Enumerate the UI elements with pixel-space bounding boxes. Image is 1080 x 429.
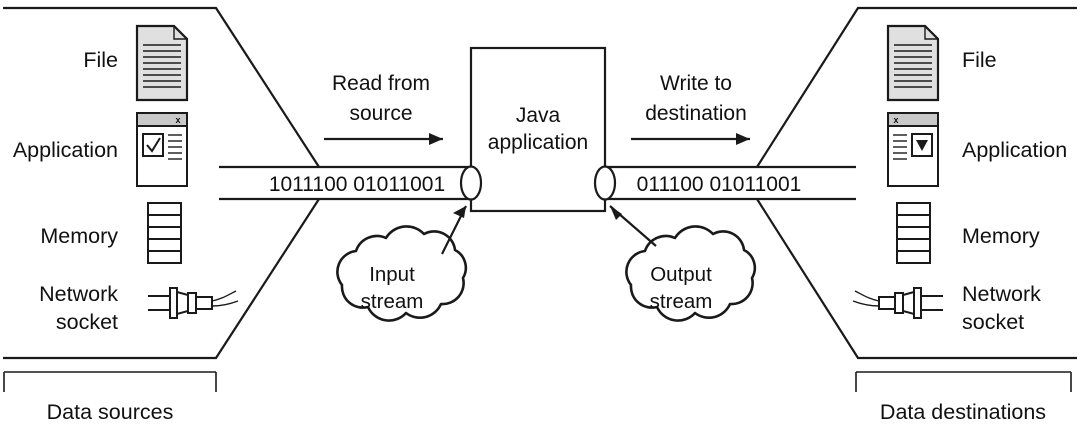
file-icon: [135, 24, 189, 102]
read-flow-line1: Read from: [332, 72, 430, 95]
input-stream-connector: [441, 205, 467, 255]
read-flow-line2: source: [349, 102, 412, 125]
java-app-line1: Java: [516, 104, 561, 127]
write-bits-label: 011100 01011001: [637, 173, 802, 196]
data-sources-bracket: [3, 371, 217, 392]
output-stream-line2: stream: [650, 290, 713, 313]
left-data-pipe: [219, 165, 472, 201]
right-pipe-end-ellipse: [593, 165, 617, 201]
right-item-label-network-line1: Network: [962, 282, 1041, 306]
right-item-label-memory: Memory: [962, 224, 1040, 248]
output-stream-line1: Output: [650, 263, 712, 286]
arrow-right-icon: [631, 133, 750, 145]
data-sources-bracket-label: Data sources: [47, 400, 174, 424]
window-close-glyph: x: [893, 115, 898, 125]
read-from-source-flow: Read from source: [324, 72, 443, 145]
window-close-glyph: x: [175, 115, 180, 125]
write-to-destination-flow: Write to destination: [631, 72, 750, 145]
left-funnel-outline: [3, 6, 320, 360]
input-stream-cloud: Input stream: [336, 205, 468, 322]
input-stream-line2: stream: [361, 290, 424, 313]
right-funnel-outline: [756, 6, 1077, 360]
output-stream-connector: [609, 205, 657, 247]
network-plug-icon: [148, 287, 239, 319]
arrow-right-icon: [324, 133, 443, 145]
java-application-box: Java application: [469, 46, 607, 213]
output-stream-cloud: Output stream: [609, 205, 757, 322]
memory-icon: [147, 202, 182, 264]
right-data-pipe: [604, 165, 856, 201]
application-window-icon: x: [136, 112, 188, 187]
network-plug-icon: [852, 287, 943, 319]
left-item-label-memory: Memory: [40, 224, 118, 248]
chevron-down-icon: [916, 140, 928, 151]
data-destinations-bracket: [855, 371, 1072, 392]
read-bits-label: 1011100 01011001: [269, 173, 445, 196]
java-app-line2: application: [488, 131, 588, 154]
right-item-label-file: File: [962, 48, 997, 72]
application-window-icon: x: [887, 112, 939, 187]
left-item-label-application: Application: [13, 138, 118, 162]
write-flow-line2: destination: [645, 102, 747, 125]
input-stream-line1: Input: [369, 263, 415, 286]
left-item-label-network-line1: Network: [39, 282, 118, 306]
right-item-label-application: Application: [962, 138, 1067, 162]
right-item-label-network-line2: socket: [962, 310, 1024, 334]
left-item-label-file: File: [83, 48, 118, 72]
left-pipe-end-ellipse: [459, 165, 483, 201]
left-item-label-network-line2: socket: [56, 310, 118, 334]
file-icon: [886, 24, 940, 102]
memory-icon: [896, 202, 931, 264]
write-flow-line1: Write to: [660, 72, 732, 95]
data-destinations-bracket-label: Data destinations: [880, 400, 1046, 424]
